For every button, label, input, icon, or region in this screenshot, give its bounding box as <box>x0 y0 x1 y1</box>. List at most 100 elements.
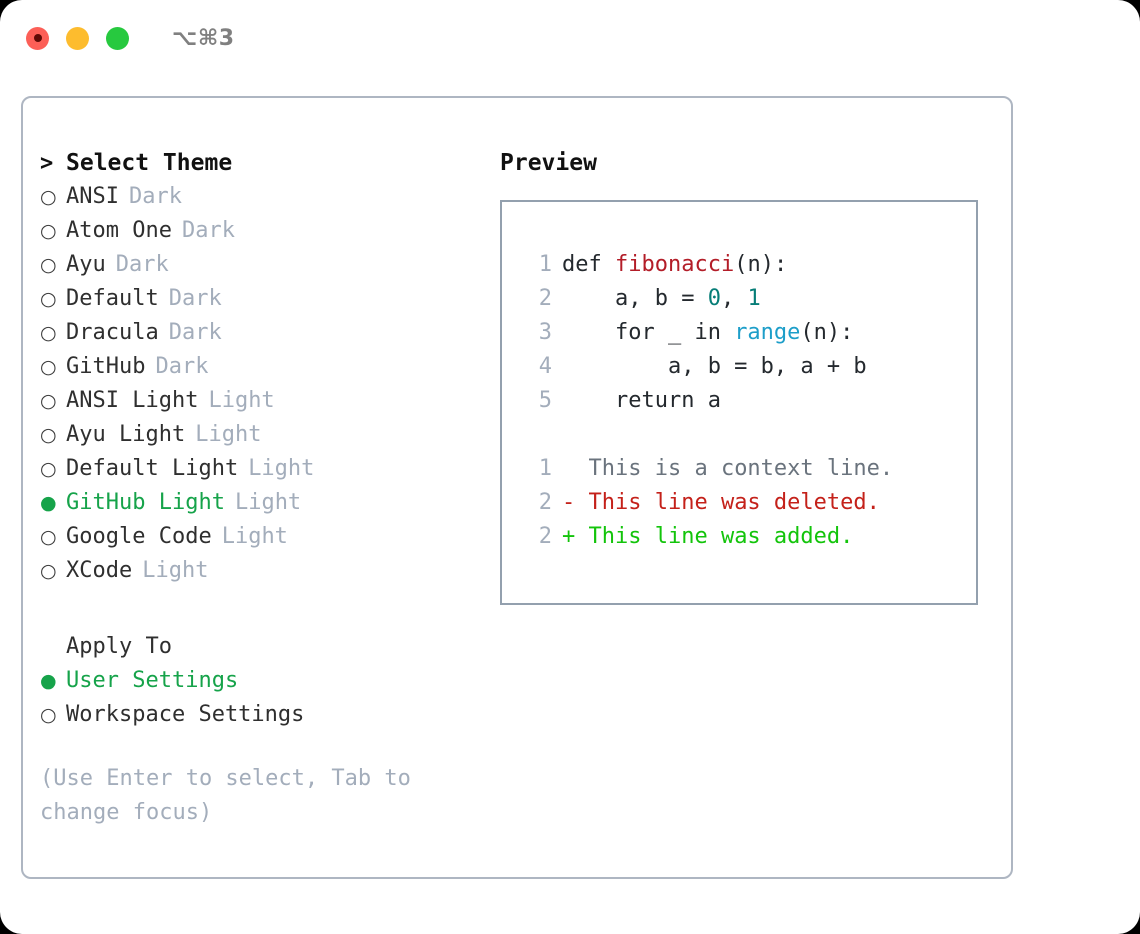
code-token-kw: def <box>562 252 615 277</box>
apply-to-marker-spacer: ○ <box>40 630 66 664</box>
select-theme-title: Select Theme <box>66 150 233 176</box>
minimize-window-button[interactable] <box>66 26 89 50</box>
zoom-window-button[interactable] <box>106 26 129 50</box>
diff-line-content: This line was deleted. <box>575 490 880 515</box>
theme-variant-badge: Dark <box>128 184 182 209</box>
radio-unselected-icon: ○ <box>40 704 57 726</box>
diff-line-content: This is a context line. <box>575 456 894 481</box>
code-diff-separator <box>524 418 976 452</box>
apply-to-title: Apply To <box>66 634 172 659</box>
code-token-call: range <box>734 320 801 345</box>
diff-line-number: 2 <box>538 490 552 515</box>
theme-option-label: Ayu Light <box>66 422 186 447</box>
apply-to-option-workspace-settings[interactable]: ○ Workspace Settings <box>40 698 500 732</box>
apply-to-option-label: User Settings <box>66 668 239 693</box>
theme-option-label: Ayu <box>66 252 106 277</box>
theme-option-label: Default <box>66 286 159 311</box>
code-line-number: 3 <box>538 320 552 345</box>
code-line-number: 2 <box>538 286 552 311</box>
apply-to-option-user-settings[interactable]: ● User Settings <box>40 664 500 698</box>
theme-variant-badge: Dark <box>168 320 222 345</box>
radio-unselected-icon: ○ <box>40 458 57 480</box>
code-line-content: a, b = b, a + b <box>562 350 867 384</box>
diff-line-content: This line was added. <box>575 524 854 549</box>
theme-variant-badge: Dark <box>168 286 222 311</box>
diff-line-number: 1 <box>538 456 552 481</box>
code-line-number: 5 <box>538 388 552 413</box>
code-line-number: 4 <box>538 354 552 379</box>
theme-variant-badge: Dark <box>155 354 209 379</box>
code-token-plain: return a <box>562 388 721 413</box>
theme-option-default[interactable]: ○ Default Dark <box>40 282 500 316</box>
theme-option-label: GitHub <box>66 354 146 379</box>
theme-variant-badge: Light <box>248 456 315 481</box>
radio-unselected-icon: ○ <box>40 186 57 208</box>
theme-option-xcode[interactable]: ○ XCode Light <box>40 554 500 588</box>
diff-sign: + <box>562 524 576 549</box>
theme-option-label: GitHub Light <box>66 490 225 515</box>
radio-unselected-icon: ○ <box>40 220 57 242</box>
diff-line-number: 2 <box>538 524 552 549</box>
radio-unselected-icon: ○ <box>40 356 57 378</box>
theme-option-label: Google Code <box>66 524 212 549</box>
theme-variant-badge: Light <box>195 422 262 447</box>
record-dot-icon <box>33 34 42 42</box>
theme-option-ayu[interactable]: ○ Ayu Dark <box>40 248 500 282</box>
radio-unselected-icon: ○ <box>40 288 57 310</box>
prompt-caret-icon: > <box>40 151 54 176</box>
diff-sign <box>562 452 575 486</box>
theme-option-ansi[interactable]: ○ ANSI Dark <box>40 180 500 214</box>
code-line-content: for _ in range(n): <box>562 316 853 350</box>
close-window-button[interactable] <box>26 26 49 50</box>
diff-sign: - <box>562 490 576 515</box>
code-token-plain: a, b = b, a + b <box>562 354 867 379</box>
radio-unselected-icon: ○ <box>40 526 57 548</box>
theme-variant-badge: Light <box>221 524 288 549</box>
code-line: 2 a, b = 0, 1 <box>524 282 976 316</box>
theme-variant-badge: Light <box>234 490 302 515</box>
diff-sample: 1 This is a context line. 2- This line wa… <box>524 452 976 554</box>
radio-unselected-icon: ○ <box>40 254 57 276</box>
theme-variant-badge: Dark <box>115 252 169 277</box>
diff-line: 2 + This line was added. <box>524 520 976 554</box>
theme-option-google-code[interactable]: ○ Google Code Light <box>40 520 500 554</box>
code-line: 3 for _ in range(n): <box>524 316 976 350</box>
traffic-light-group <box>26 26 129 50</box>
code-token-plain: , <box>720 286 748 311</box>
theme-option-dracula[interactable]: ○ Dracula Dark <box>40 316 500 350</box>
code-line-content: return a <box>562 384 721 418</box>
theme-option-label: Atom One <box>66 218 172 243</box>
theme-option-label: ANSI <box>66 184 119 209</box>
select-theme-heading: > Select Theme <box>40 146 500 180</box>
code-line: 5 return a <box>524 384 976 418</box>
radio-selected-icon: ● <box>40 492 57 514</box>
diff-line: 1 This is a context line. <box>524 452 976 486</box>
radio-unselected-icon: ○ <box>40 560 57 582</box>
theme-option-github[interactable]: ○ GitHub Dark <box>40 350 500 384</box>
keyboard-shortcut-label: ⌥⌘3 <box>172 25 235 51</box>
code-token-fn: fibonacci <box>614 252 735 277</box>
theme-option-label: XCode <box>66 558 133 583</box>
theme-option-github-light[interactable]: ● GitHub Light Light <box>40 486 500 520</box>
radio-unselected-icon: ○ <box>40 322 57 344</box>
theme-variant-badge: Light <box>208 388 275 413</box>
apply-to-option-label: Workspace Settings <box>66 702 305 727</box>
code-token-plain: (n): <box>800 320 854 345</box>
theme-option-label: Dracula <box>66 320 159 345</box>
radio-unselected-icon: ○ <box>40 390 57 412</box>
code-token-plain: (n): <box>734 252 788 277</box>
radio-selected-icon: ● <box>40 670 57 692</box>
theme-variant-badge: Light <box>142 558 209 583</box>
